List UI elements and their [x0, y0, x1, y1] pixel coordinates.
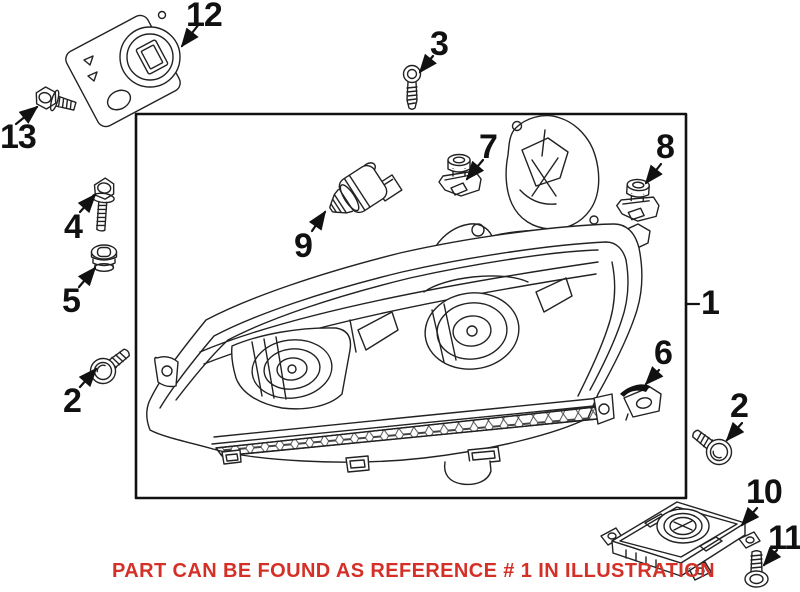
callout-label-1: 1: [701, 284, 720, 322]
part-2-left-screw-drawing: [84, 340, 137, 390]
callout-label-5: 5: [62, 282, 81, 320]
part-8-adjuster-drawing: [615, 177, 662, 224]
part-1-headlight-drawing: [146, 114, 651, 486]
part-9-bulb-socket-drawing: [329, 162, 403, 214]
callout-label-3: 3: [430, 25, 449, 63]
part-2-right-screw-drawing: [685, 421, 738, 471]
part-7-adjuster-drawing: [438, 153, 482, 197]
callout-label-10: 10: [746, 473, 783, 511]
part-3-screw-drawing: [402, 64, 422, 110]
callout-label-7: 7: [479, 128, 498, 166]
callout-label-4: 4: [64, 208, 83, 246]
callout-label-12: 12: [186, 0, 223, 34]
part-5-grommet-drawing: [90, 244, 118, 273]
callout-label-13: 13: [0, 118, 37, 156]
callout-label-2-right: 2: [730, 387, 749, 425]
leader-arrows: [14, 22, 782, 567]
callout-label-8: 8: [656, 128, 675, 166]
callout-label-9: 9: [294, 227, 313, 265]
part-4-bolt-drawing: [91, 177, 115, 232]
callout-label-2-left: 2: [63, 382, 82, 420]
callout-label-11: 11: [768, 519, 800, 557]
part-11-screw-drawing: [744, 550, 769, 588]
illustration-border: [134, 112, 688, 500]
part-12-led-module-drawing: [65, 10, 181, 128]
part-6-clip-drawing: [620, 384, 662, 421]
part-10-control-module-drawing: [600, 501, 761, 581]
caption: PART CAN BE FOUND AS REFERENCE # 1 IN IL…: [112, 560, 715, 582]
part-13-bolt-drawing: [35, 86, 77, 112]
callout-label-6: 6: [654, 334, 673, 372]
